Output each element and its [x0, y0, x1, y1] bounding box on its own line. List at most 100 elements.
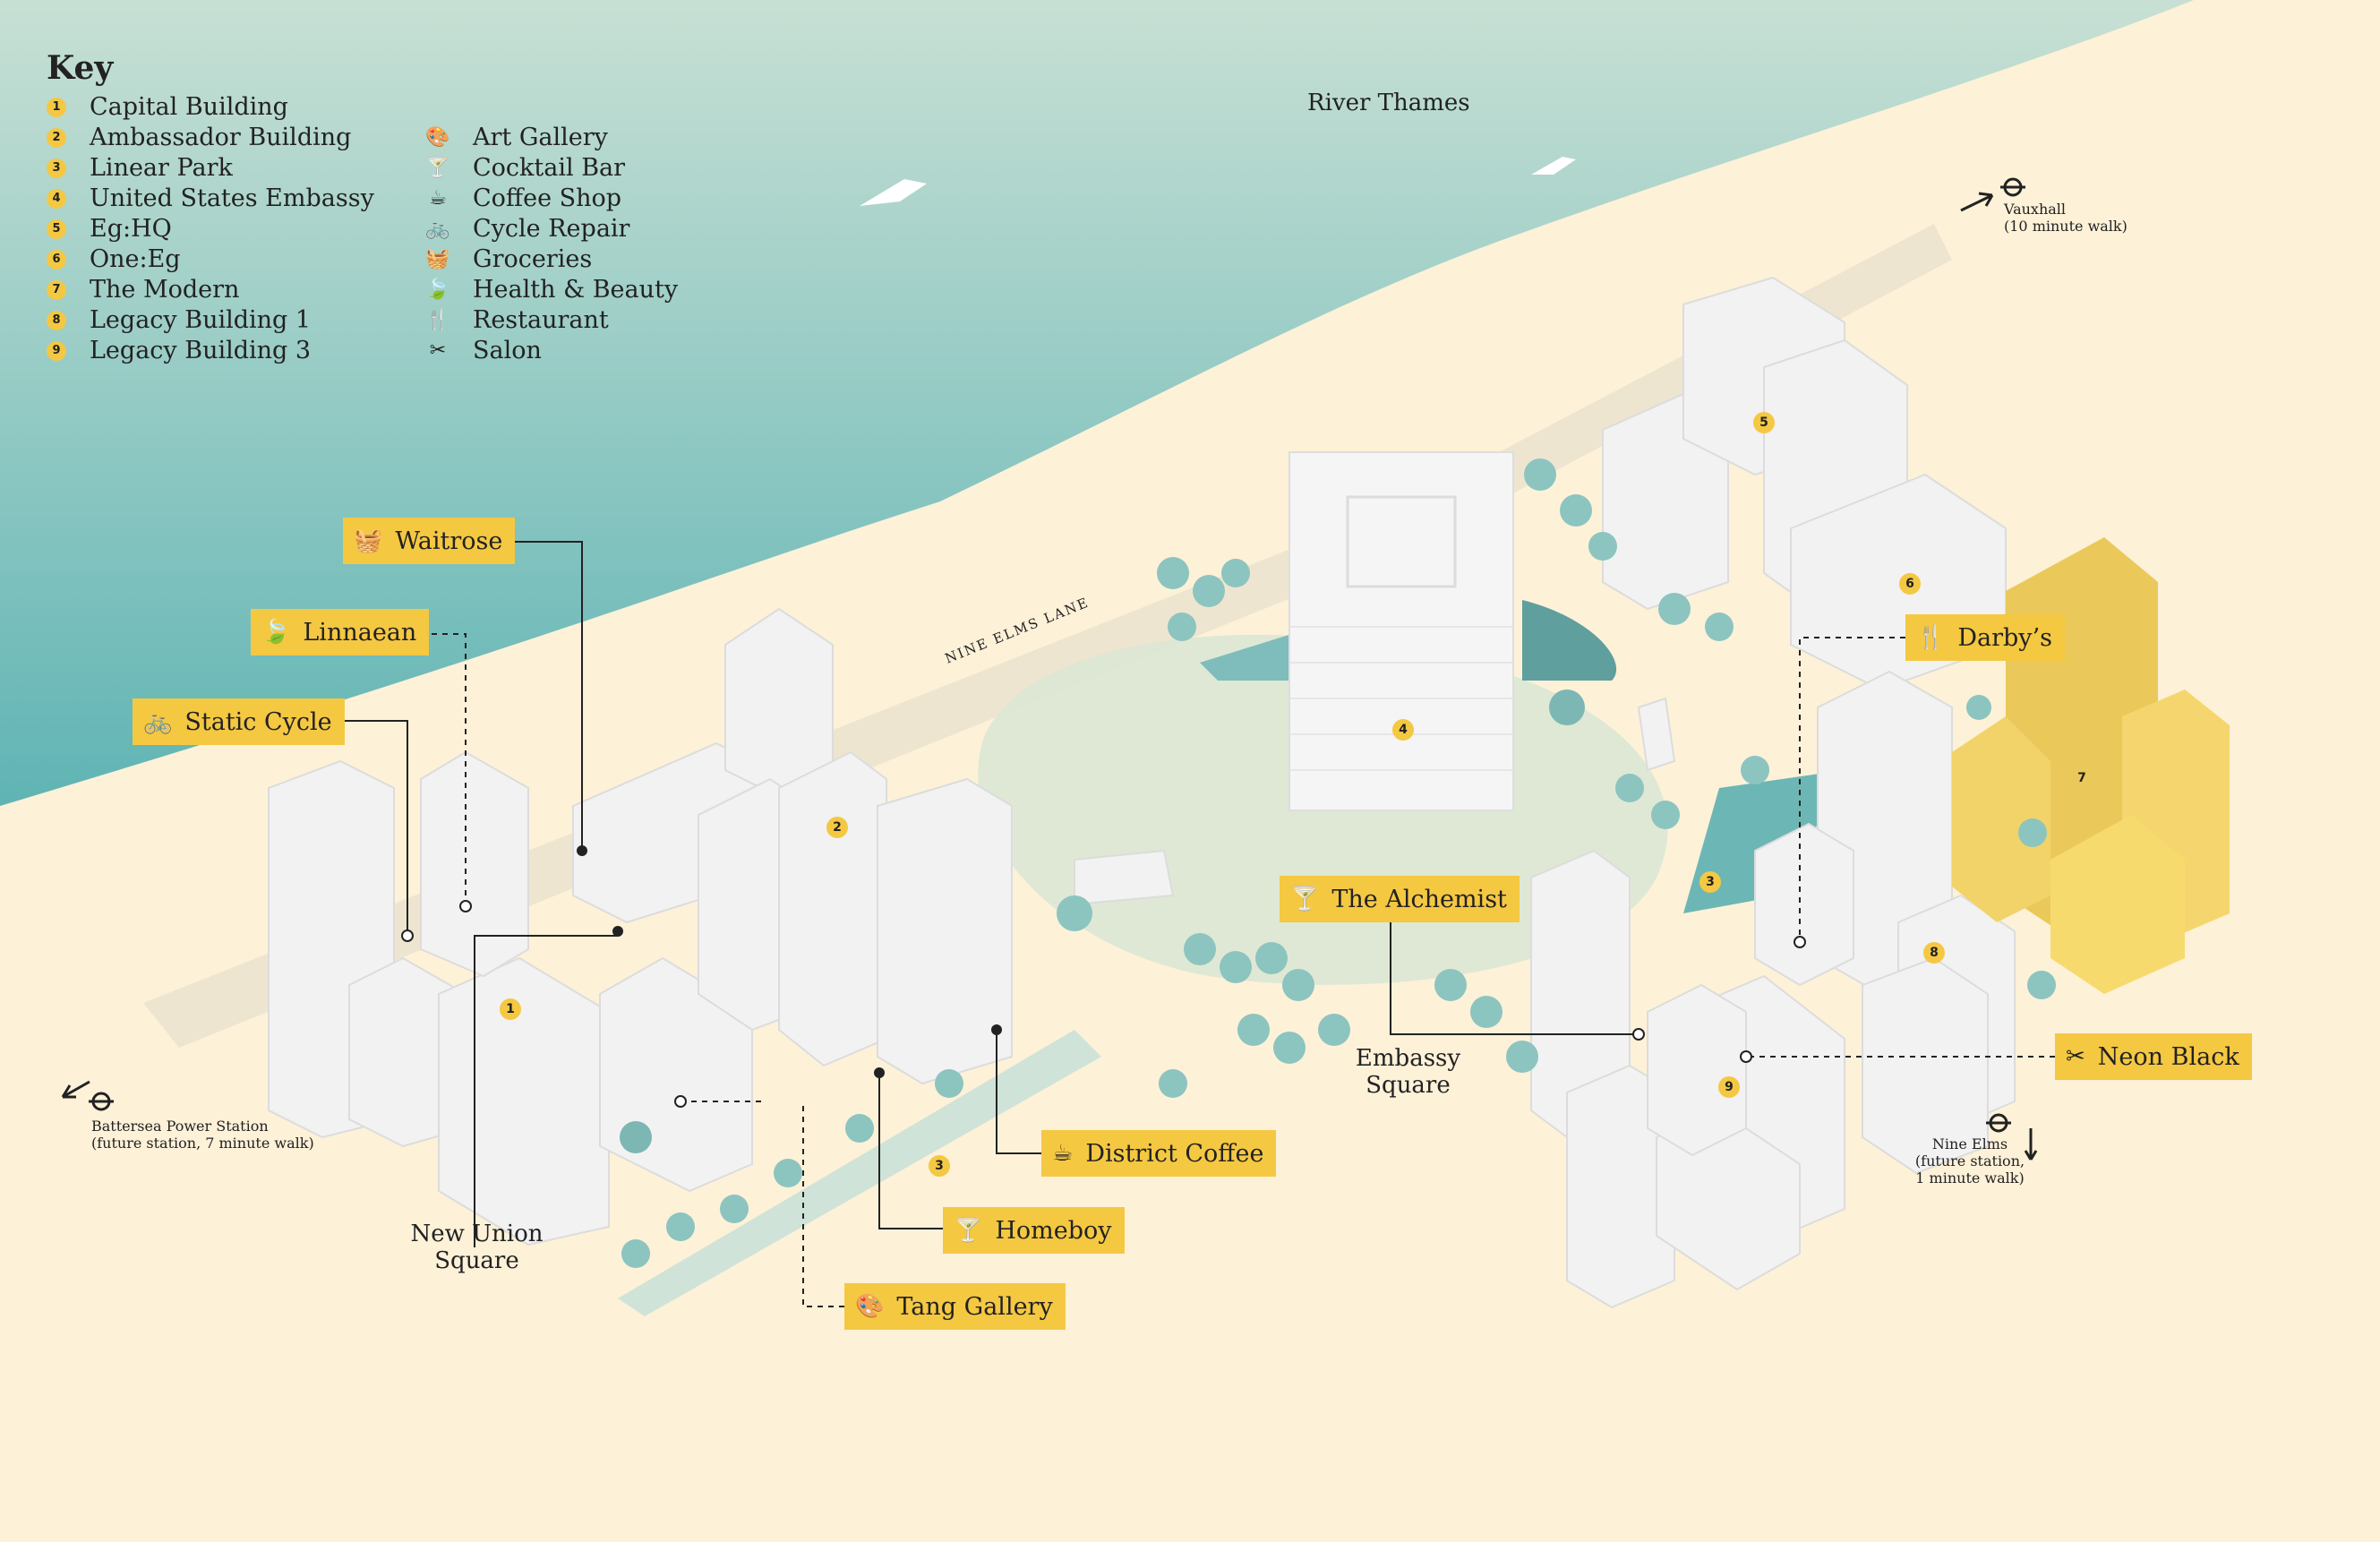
pond-right [1522, 600, 1617, 681]
cocktail-icon: 🍸 [954, 1217, 983, 1244]
place-name: District Coffee [1085, 1139, 1264, 1168]
building-number-badge: 2 [826, 817, 848, 838]
place-name: Darby’s [1957, 623, 2053, 652]
key-label: Cocktail Bar [473, 154, 626, 182]
key-label: Linear Park [90, 154, 233, 182]
linear-park-path [618, 1030, 1101, 1316]
key-item: 🍸 Cocktail Bar [423, 153, 745, 184]
cocktail-icon: 🍸 [425, 157, 450, 179]
building-number-badge: 4 [47, 189, 66, 209]
key-item: 🎨Art Gallery [423, 123, 745, 153]
key-buildings-list: 1 Capital Building 2 Ambassador Building 3… [47, 92, 423, 366]
place-label-the-alchemist[interactable]: 🍸 The Alchemist [1280, 876, 1520, 922]
building-number-badge: 7 [2077, 771, 2086, 785]
station-name: Nine Elms [1931, 1135, 2008, 1152]
building-number-badge: 6 [47, 250, 66, 270]
station-walk-time: 1 minute walk) [1915, 1169, 2025, 1186]
key-item: 9 Legacy Building 3 [47, 336, 423, 366]
basket-icon: 🧺 [354, 527, 383, 554]
key-item: 🍃Health & Beauty [423, 275, 745, 305]
cutlery-icon: 🍴 [1916, 624, 1946, 651]
station-name: Battersea Power Station [91, 1118, 269, 1135]
key-label: Coffee Shop [473, 184, 622, 212]
key-label: The Modern [90, 276, 240, 304]
place-label-waitrose[interactable]: 🧺Waitrose [343, 518, 516, 564]
place-label-darbys[interactable]: 🍴 Darby’s [1905, 614, 2066, 661]
basket-icon: 🧺 [425, 248, 450, 270]
place-label-static-cycle[interactable]: 🚲Static Cycle [133, 698, 345, 745]
coffee-cup-icon: ☕ [1052, 1140, 1074, 1167]
us-embassy-building [1288, 451, 1514, 811]
key-item: 1 Capital Building [47, 92, 423, 123]
key-item: 🧺 Groceries [423, 244, 745, 275]
river-thames [0, 0, 2380, 806]
coffee-cup-icon: ☕ [429, 187, 447, 210]
key-item: 5 Eg:HQ [47, 214, 423, 244]
square-name-line: Embassy [1355, 1045, 1461, 1072]
building-number-badge: 5 [47, 219, 66, 239]
arrow-nine-elms [2024, 1128, 2038, 1161]
leaf-icon: 🍃 [425, 278, 450, 301]
key-label: Ambassador Building [90, 124, 352, 151]
leader-lines [331, 541, 2055, 1307]
arrow-battersea [61, 1080, 90, 1099]
place-label-homeboy[interactable]: 🍸 Homeboy [943, 1207, 1125, 1254]
place-name: Homeboy [995, 1216, 1112, 1245]
key-label: Groceries [473, 245, 593, 273]
key-label: Legacy Building 3 [90, 337, 312, 364]
buildings [268, 276, 2016, 1309]
key-item: 🚲Cycle Repair [423, 214, 745, 244]
cocktail-icon: 🍸 [1290, 886, 1320, 912]
bicycle-icon: 🚲 [425, 218, 450, 240]
key-item: 🍴Restaurant [423, 305, 745, 336]
station-walk-time: (10 minute walk) [2004, 218, 2127, 235]
square-name-line: Square [434, 1247, 519, 1274]
key-label: Eg:HQ [90, 215, 172, 243]
station-walk-time: (future station, [1914, 1152, 2025, 1169]
building-number-badge: 7 [47, 280, 66, 300]
key-item: 8 Legacy Building 1 [47, 305, 423, 336]
building-number-badge: 1 [500, 998, 521, 1020]
building-number-badge: 3 [1699, 871, 1721, 893]
key-item: 7 The Modern [47, 275, 423, 305]
square-name-line: New Union [410, 1221, 544, 1247]
leader-dots [577, 845, 1002, 1078]
place-label-district-coffee[interactable]: ☕ District Coffee [1041, 1130, 1277, 1177]
building-number-badge: 2 [47, 128, 66, 148]
place-name: Static Cycle [184, 707, 332, 736]
map-key: Key 1 Capital Building 2 Ambassador Buildi… [47, 49, 678, 364]
boat-2 [1531, 157, 1576, 175]
building-number-badge: 1 [47, 98, 66, 117]
building-number-badge: 8 [1923, 942, 1945, 964]
key-label: One:Eg [90, 245, 181, 273]
key-item: ☕ Coffee Shop [423, 184, 745, 214]
key-label: Legacy Building 1 [90, 306, 312, 334]
building-number-badge: 8 [47, 311, 66, 330]
key-amenities-list: 🎨Art Gallery 🍸Cocktail Bar ☕Coffee Shop … [423, 123, 745, 366]
key-label: Capital Building [90, 93, 288, 121]
arrow-vauxhall [1960, 192, 1994, 212]
place-label-linnaean[interactable]: 🍃 Linnaean [251, 609, 430, 655]
palette-icon: 🎨 [425, 126, 450, 149]
river-label: River Thames [1307, 90, 1470, 116]
place-name: Linnaean [303, 618, 417, 647]
embassy-square-label: Embassy Square [1343, 1045, 1473, 1099]
place-label-tang-gallery[interactable]: 🎨Tang Gallery [844, 1283, 1066, 1330]
leader-rings [401, 900, 1806, 1108]
vauxhall-station-label: Vauxhall (10 minute walk) [2004, 201, 2127, 235]
building-number-badge: 3 [929, 1155, 950, 1177]
place-name: The Alchemist [1331, 885, 1507, 913]
leaf-icon: 🍃 [261, 619, 291, 646]
station-name: Vauxhall [2004, 201, 2067, 218]
scissors-icon: ✂ [2066, 1043, 2085, 1070]
building-number-badge: 9 [47, 341, 66, 361]
key-title: Key [47, 49, 114, 87]
place-label-neon-black[interactable]: ✂Neon Black [2055, 1033, 2252, 1080]
building-number-badge: 9 [1718, 1076, 1740, 1098]
square-name-line: Square [1366, 1072, 1451, 1099]
new-union-square-label: New Union Square [407, 1221, 546, 1274]
key-label: Restaurant [473, 306, 609, 334]
